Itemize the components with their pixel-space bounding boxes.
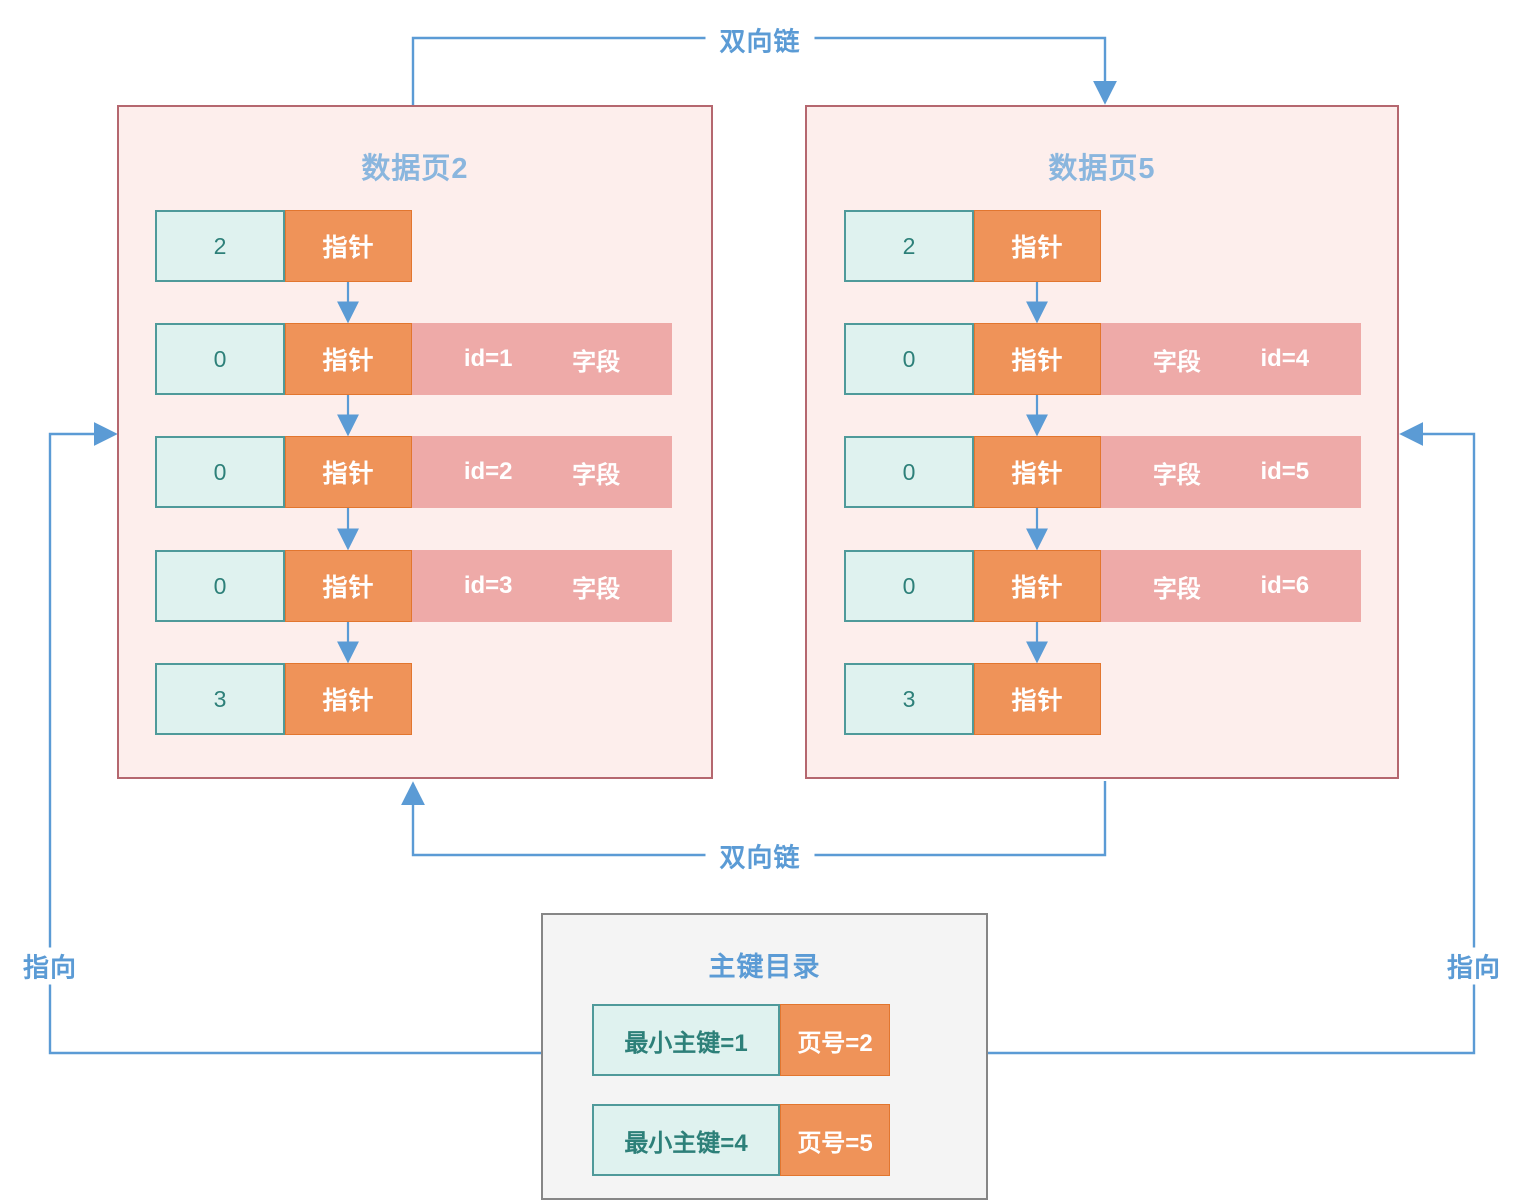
- page5-row-3-field-left: 字段: [1152, 575, 1201, 603]
- page5-row-0-num: 2: [844, 210, 974, 282]
- page5-row-3-field: 字段 id=6: [1101, 550, 1361, 622]
- page2-row-2-field: id=2 字段: [412, 436, 672, 508]
- directory-row-1[interactable]: 最小主键=4 页号=5: [592, 1104, 890, 1176]
- page2-row-1[interactable]: 0 指针 id=1 字段: [155, 323, 672, 395]
- page2-row-4-num: 3: [155, 663, 285, 735]
- page2-row-3-field: id=3 字段: [412, 550, 672, 622]
- page2-row-3-field-left: id=3: [463, 572, 513, 599]
- primary-key-directory: 主键目录 最小主键=1 页号=2 最小主键=4 页号=5: [541, 913, 988, 1200]
- page2-row-3[interactable]: 0 指针 id=3 字段: [155, 550, 672, 622]
- page2-row-1-field: id=1 字段: [412, 323, 672, 395]
- data-page-5: 数据页5 2 指针 0 指针 字段 id=4 0 指针 字段 id=5 0 指针: [805, 105, 1399, 779]
- page5-row-1-field-left: 字段: [1152, 348, 1201, 376]
- data-page-2-title: 数据页2: [361, 153, 469, 185]
- page5-row-4-num: 3: [844, 663, 974, 735]
- page2-row-1-pointer: 指针: [285, 323, 412, 395]
- page2-row-2[interactable]: 0 指针 id=2 字段: [155, 436, 672, 508]
- page2-row-0[interactable]: 2 指针: [155, 210, 412, 282]
- page5-row-4[interactable]: 3 指针: [844, 663, 1101, 735]
- page5-row-2-field: 字段 id=5: [1101, 436, 1361, 508]
- page5-row-4-pointer: 指针: [974, 663, 1101, 735]
- label-pointer-right: 指向: [1432, 947, 1516, 985]
- page5-row-0[interactable]: 2 指针: [844, 210, 1101, 282]
- directory-row-1-key: 最小主键=4: [592, 1104, 780, 1176]
- directory-row-0[interactable]: 最小主键=1 页号=2: [592, 1004, 890, 1076]
- directory-row-0-page: 页号=2: [780, 1004, 890, 1076]
- page2-row-2-field-right: 字段: [572, 461, 621, 489]
- page5-row-3[interactable]: 0 指针 字段 id=6: [844, 550, 1361, 622]
- page5-row-1-field-right: id=4: [1260, 345, 1310, 372]
- page2-row-3-pointer: 指针: [285, 550, 412, 622]
- page5-row-1-field: 字段 id=4: [1101, 323, 1361, 395]
- data-page-2: 数据页2 2 指针 0 指针 id=1 字段 0 指针 id=2 字段 0 指针: [117, 105, 713, 779]
- page5-row-2-num: 0: [844, 436, 974, 508]
- page2-row-0-pointer: 指针: [285, 210, 412, 282]
- page2-row-3-field-right: 字段: [572, 575, 621, 603]
- page2-row-1-num: 0: [155, 323, 285, 395]
- page2-row-2-field-left: id=2: [463, 458, 513, 485]
- directory-row-1-page: 页号=5: [780, 1104, 890, 1176]
- page5-row-2-field-left: 字段: [1152, 461, 1201, 489]
- page2-row-0-num: 2: [155, 210, 285, 282]
- label-pointer-left: 指向: [8, 947, 92, 985]
- primary-key-directory-title: 主键目录: [708, 952, 821, 982]
- page5-row-3-pointer: 指针: [974, 550, 1101, 622]
- page2-row-2-pointer: 指针: [285, 436, 412, 508]
- page5-row-2-pointer: 指针: [974, 436, 1101, 508]
- label-doubly-linked-top: 双向链: [705, 21, 815, 59]
- page2-row-1-field-left: id=1: [463, 345, 513, 372]
- page5-row-1-num: 0: [844, 323, 974, 395]
- label-doubly-linked-bottom: 双向链: [705, 837, 815, 875]
- page5-row-3-num: 0: [844, 550, 974, 622]
- page5-row-1-pointer: 指针: [974, 323, 1101, 395]
- page5-row-0-pointer: 指针: [974, 210, 1101, 282]
- page2-row-1-field-right: 字段: [572, 348, 621, 376]
- page2-row-2-num: 0: [155, 436, 285, 508]
- page2-row-3-num: 0: [155, 550, 285, 622]
- data-page-5-title: 数据页5: [1048, 153, 1156, 185]
- page5-row-3-field-right: id=6: [1260, 572, 1310, 599]
- page2-row-4-pointer: 指针: [285, 663, 412, 735]
- page5-row-2-field-right: id=5: [1260, 458, 1310, 485]
- directory-row-0-key: 最小主键=1: [592, 1004, 780, 1076]
- page2-row-4[interactable]: 3 指针: [155, 663, 412, 735]
- page5-row-1[interactable]: 0 指针 字段 id=4: [844, 323, 1361, 395]
- page5-row-2[interactable]: 0 指针 字段 id=5: [844, 436, 1361, 508]
